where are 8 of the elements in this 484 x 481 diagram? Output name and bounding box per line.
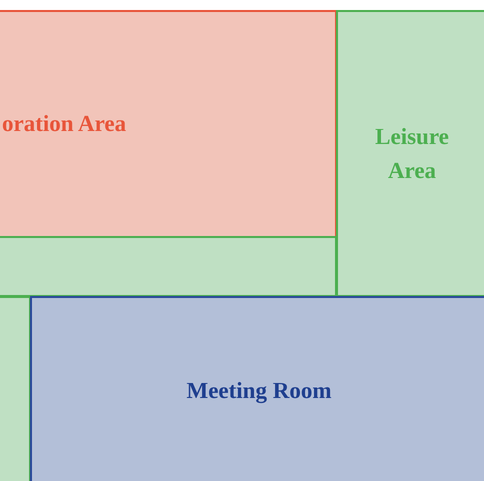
corridor-area <box>0 296 31 481</box>
corridor-area <box>0 236 337 297</box>
room-label: oration Area <box>2 110 126 138</box>
room-area <box>336 10 484 297</box>
room-label: Leisure Area <box>374 123 450 184</box>
room-area <box>0 10 337 238</box>
room-label: Meeting Room <box>186 377 332 406</box>
room-area <box>30 296 484 481</box>
